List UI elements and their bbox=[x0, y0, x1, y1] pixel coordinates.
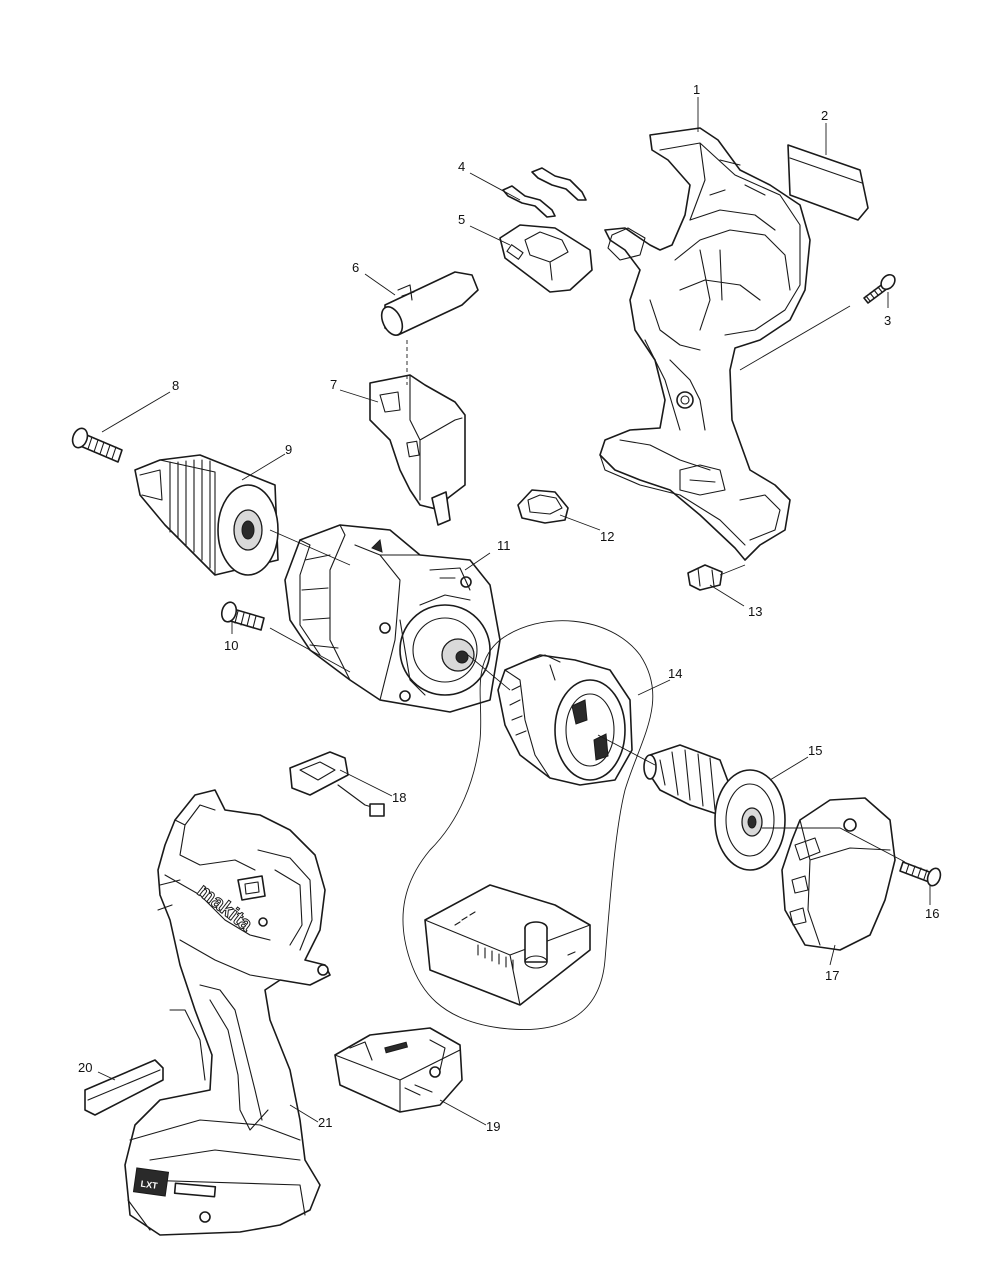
part-1-housing-right bbox=[599, 127, 811, 561]
part-14-controller bbox=[424, 884, 591, 1006]
part-6-trigger bbox=[380, 271, 479, 336]
part-9-chuck bbox=[134, 454, 279, 576]
callout-9: 9 bbox=[285, 442, 292, 457]
callout-10: 10 bbox=[224, 638, 238, 653]
callout-3: 3 bbox=[884, 313, 891, 328]
callout-12: 12 bbox=[600, 529, 614, 544]
part-5-switch-slider bbox=[499, 224, 593, 293]
part-14-group-outline bbox=[402, 620, 654, 1031]
part-13-clip bbox=[687, 564, 723, 591]
part-20-label bbox=[84, 1059, 164, 1116]
part-12-cap bbox=[517, 489, 569, 524]
callout-labels: 1 2 3 4 5 6 7 8 9 10 11 12 13 14 15 16 1… bbox=[78, 82, 939, 1134]
part-19-terminal bbox=[334, 1027, 463, 1113]
part-17-rear-cover bbox=[781, 797, 896, 951]
callout-19: 19 bbox=[486, 1119, 500, 1134]
part-11-gear-assembly bbox=[284, 524, 501, 713]
part-8-screw bbox=[71, 427, 123, 463]
callout-18: 18 bbox=[392, 790, 406, 805]
leader-lines bbox=[97, 97, 931, 1126]
callout-4: 4 bbox=[458, 159, 465, 174]
chuck-knurling bbox=[169, 459, 211, 569]
callout-8: 8 bbox=[172, 378, 179, 393]
part-7-switch bbox=[369, 374, 466, 526]
callout-6: 6 bbox=[352, 260, 359, 275]
part-21-housing-left bbox=[124, 789, 331, 1236]
callout-17: 17 bbox=[825, 968, 839, 983]
part-14-stator bbox=[497, 654, 633, 786]
part-18-led bbox=[289, 751, 385, 817]
part-15-rotor bbox=[643, 744, 786, 871]
part-10-screw bbox=[220, 601, 265, 631]
callout-11: 11 bbox=[497, 538, 511, 553]
callout-13: 13 bbox=[748, 604, 762, 619]
callout-2: 2 bbox=[821, 108, 828, 123]
part-4-spring-contacts bbox=[502, 167, 587, 218]
battery-badge: LXT bbox=[140, 1179, 159, 1191]
callout-16: 16 bbox=[925, 906, 939, 921]
callout-7: 7 bbox=[330, 377, 337, 392]
callout-20: 20 bbox=[78, 1060, 92, 1075]
callout-5: 5 bbox=[458, 212, 465, 227]
part-3-screw bbox=[863, 273, 896, 304]
callout-14: 14 bbox=[668, 666, 682, 681]
part-2-label bbox=[787, 144, 869, 221]
callout-15: 15 bbox=[808, 743, 822, 758]
callout-21: 21 bbox=[318, 1115, 332, 1130]
callout-1: 1 bbox=[693, 82, 700, 97]
part-16-screw bbox=[899, 861, 942, 887]
